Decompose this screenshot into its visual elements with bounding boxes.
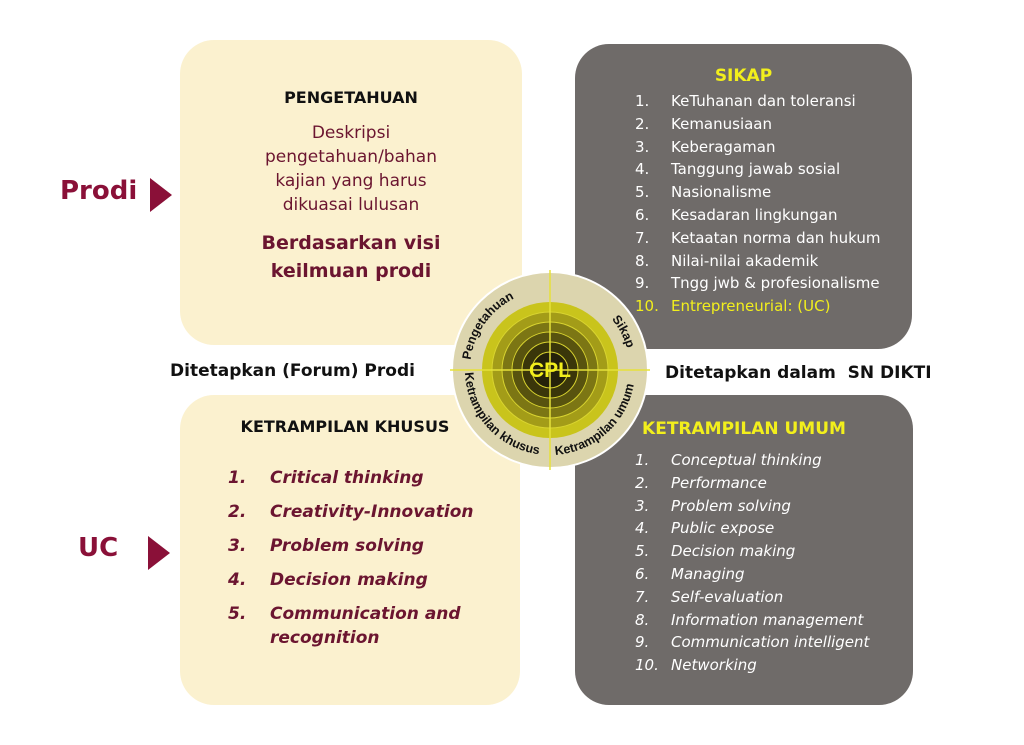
list-item: 7. Ketaatan norma dan hukum	[635, 227, 912, 250]
item-text: KeTuhanan dan toleransi	[671, 92, 856, 110]
item-text: Decision making	[270, 570, 428, 590]
item-number: 9.	[635, 633, 650, 652]
prodi-label: Prodi	[60, 176, 138, 206]
pengetahuan-description: Deskripsi pengetahuan/bahan kajian yang …	[264, 123, 437, 215]
item-number: 10.	[635, 297, 659, 316]
cpl-center-label: CPL	[529, 359, 571, 382]
list-item: 10. Entrepreneurial: (UC)	[635, 295, 912, 318]
ketrampilan-umum-box: KETRAMPILAN UMUM 1. Conceptual thinking 2.…	[575, 395, 913, 705]
list-item: 8. Nilai-nilai akademik	[635, 250, 912, 273]
item-text: Public expose	[671, 519, 775, 538]
item-text: Networking	[671, 656, 757, 675]
item-number: 9.	[635, 274, 650, 293]
item-text: Problem solving	[270, 536, 424, 556]
item-number: 3.	[635, 137, 650, 156]
item-text: Ketaatan norma dan hukum	[671, 228, 881, 247]
item-number: 5.	[635, 183, 650, 202]
item-text: Entrepreneurial: (UC)	[671, 297, 831, 316]
list-item: 1. KeTuhanan dan toleransi	[635, 90, 912, 113]
item-text: Nasionalisme	[671, 183, 772, 202]
item-number: 3.	[228, 536, 247, 556]
list-item: 1. Conceptual thinking	[635, 449, 913, 472]
item-text: Problem solving	[671, 496, 791, 515]
item-number: 2.	[635, 473, 650, 492]
list-item: 3. Keberagaman	[635, 136, 912, 159]
item-number: 7.	[635, 587, 650, 606]
item-number: 1.	[228, 468, 247, 488]
list-item: 5. Decision making	[635, 540, 913, 563]
list-item: 9. Communication intelligent	[635, 631, 913, 654]
item-number: 5.	[228, 604, 247, 624]
item-number: 4.	[228, 570, 247, 590]
cpl-circle: Pengetahuan Sikap Ketrampilan khusus Ket…	[450, 270, 650, 470]
item-number: 6.	[635, 564, 650, 583]
item-number: 3.	[635, 496, 650, 515]
item-number: 2.	[228, 502, 247, 522]
item-text: Keberagaman	[671, 137, 776, 156]
ketrampilan-khusus-box: KETRAMPILAN KHUSUS 1. Critical thinking 2.…	[180, 395, 520, 705]
list-item: 1. Critical thinking	[228, 466, 480, 490]
item-text: Conceptual thinking	[671, 451, 822, 469]
item-number: 6.	[635, 205, 650, 224]
list-item: 6. Kesadaran lingkungan	[635, 204, 912, 227]
item-text: Communication intelligent	[671, 633, 870, 652]
item-text: Self-evaluation	[671, 587, 784, 606]
list-item: 7. Self-evaluation	[635, 586, 913, 609]
item-text: Critical thinking	[270, 468, 424, 488]
pengetahuan-box: PENGETAHUAN Deskripsi pengetahuan/bahan …	[180, 40, 522, 345]
item-text: Information management	[671, 610, 864, 629]
list-item: 5. Nasionalisme	[635, 181, 912, 204]
item-text: Tngg jwb & profesionalisme	[671, 274, 880, 293]
item-text: Communication and recognition	[270, 604, 461, 648]
list-item: 2. Creativity-Innovation	[228, 500, 480, 524]
sikap-box: SIKAP 1. KeTuhanan dan toleransi 2. Kemanus…	[575, 44, 912, 349]
item-number: 8.	[635, 251, 650, 270]
item-text: Kemanusiaan	[671, 114, 773, 133]
item-text: Kesadaran lingkungan	[671, 205, 838, 224]
ketrampilan-khusus-list: 1. Critical thinking 2. Creativity-Innovati…	[228, 466, 480, 650]
item-number: 7.	[635, 228, 650, 247]
item-number: 5.	[635, 542, 650, 561]
pengetahuan-title: PENGETAHUAN	[284, 88, 418, 107]
item-number: 8.	[635, 610, 650, 629]
item-number: 1.	[635, 92, 650, 110]
list-item: 4. Decision making	[228, 568, 480, 592]
item-text: Tanggung jawab sosial	[671, 160, 841, 179]
uc-label: UC	[78, 533, 119, 563]
ditetapkan-sndikti-label: Ditetapkan dalam SN DIKTI	[665, 363, 932, 383]
list-item: 4. Public expose	[635, 517, 913, 540]
list-item: 8. Information management	[635, 609, 913, 632]
list-item: 3. Problem solving	[228, 534, 480, 558]
item-number: 2.	[635, 114, 650, 133]
ketrampilan-khusus-title: KETRAMPILAN KHUSUS	[240, 417, 450, 436]
item-number: 4.	[635, 519, 650, 538]
list-item: 2. Kemanusiaan	[635, 113, 912, 136]
ditetapkan-prodi-label: Ditetapkan (Forum) Prodi	[170, 361, 415, 381]
item-text: Decision making	[671, 542, 796, 561]
list-item: 10. Networking	[635, 654, 913, 677]
list-item: 5. Communication and recognition	[228, 602, 480, 650]
item-text: Performance	[671, 473, 767, 492]
sikap-list: 1. KeTuhanan dan toleransi 2. Kemanusiaan 3.…	[635, 90, 912, 318]
list-item: 2. Performance	[635, 472, 913, 495]
list-item: 6. Managing	[635, 563, 913, 586]
arrow-right-icon	[148, 536, 170, 570]
item-number: 1.	[635, 451, 650, 469]
item-text: Managing	[671, 564, 745, 583]
list-item: 4. Tanggung jawab sosial	[635, 158, 912, 181]
arrow-right-icon	[150, 178, 172, 212]
item-text: Nilai-nilai akademik	[671, 251, 819, 270]
item-number: 10.	[635, 656, 659, 675]
ketrampilan-umum-title: KETRAMPILAN UMUM	[642, 419, 846, 439]
item-text: Creativity-Innovation	[270, 502, 474, 522]
pengetahuan-emphasis: Berdasarkan visi keilmuan prodi	[261, 232, 441, 282]
ketrampilan-umum-list: 1. Conceptual thinking 2. Performance 3. Prob…	[635, 449, 913, 677]
list-item: 9. Tngg jwb & profesionalisme	[635, 272, 912, 295]
item-number: 4.	[635, 160, 650, 179]
sikap-title: SIKAP	[714, 66, 773, 86]
list-item: 3. Problem solving	[635, 495, 913, 518]
